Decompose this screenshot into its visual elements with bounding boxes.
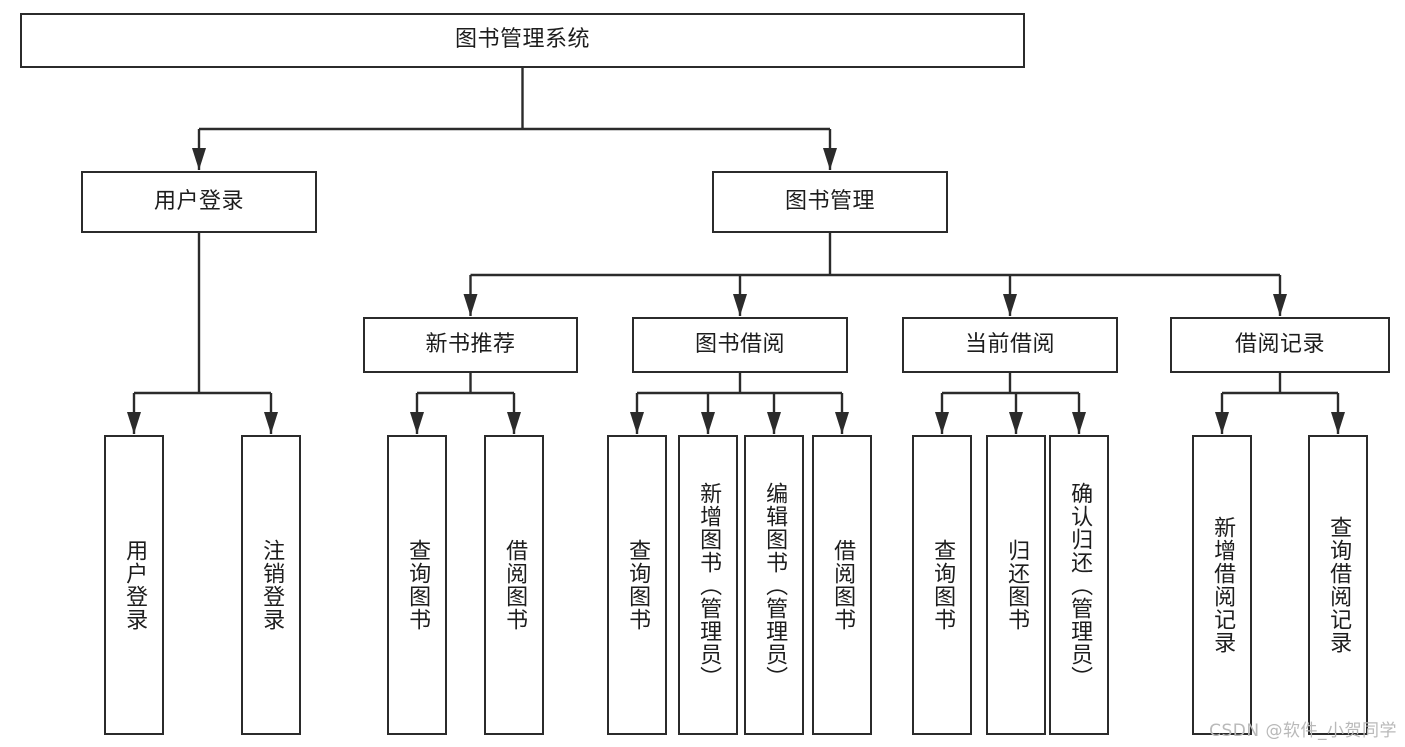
node-label: 新增借阅记录: [1210, 516, 1236, 654]
arrowhead-icon: [835, 412, 849, 434]
arrowhead-icon: [1072, 412, 1086, 434]
arrowhead-icon: [935, 412, 949, 434]
node-leaf-edit-book-admin[interactable]: 编辑图书（管理员）: [744, 435, 804, 735]
node-leaf-add-book-admin[interactable]: 新增图书（管理员）: [678, 435, 738, 735]
node-label: 归还图书: [1004, 539, 1030, 631]
node-label: 当前借阅: [964, 331, 1055, 357]
arrowhead-icon: [1215, 412, 1229, 434]
node-leaf-borrow-book-recommend[interactable]: 借阅图书: [484, 435, 544, 735]
arrowhead-icon: [127, 412, 141, 434]
arrowhead-icon: [767, 412, 781, 434]
node-leaf-query-book-recommend[interactable]: 查询图书: [387, 435, 447, 735]
node-new-book-recommend[interactable]: 新书推荐: [363, 317, 578, 373]
node-label: 借阅记录: [1234, 331, 1325, 357]
watermark: CSDN @软件_小贺同学: [1209, 721, 1397, 741]
node-label: 新书推荐: [425, 331, 516, 357]
node-label: 图书管理: [784, 188, 875, 214]
arrowhead-icon: [733, 294, 747, 316]
node-label: 查询图书: [625, 539, 651, 631]
node-current-borrow[interactable]: 当前借阅: [902, 317, 1118, 373]
node-leaf-user-logout[interactable]: 注销登录: [241, 435, 301, 735]
arrowhead-icon: [463, 294, 478, 316]
node-label: 查询图书: [930, 539, 956, 631]
node-label: 图书管理系统: [454, 27, 590, 53]
arrowhead-icon: [1003, 294, 1017, 316]
node-root[interactable]: 图书管理系统: [20, 13, 1025, 68]
node-label: 确认归还（管理员）: [1067, 481, 1093, 689]
node-leaf-add-borrow-record[interactable]: 新增借阅记录: [1192, 435, 1252, 735]
node-leaf-borrow-book[interactable]: 借阅图书: [812, 435, 872, 735]
arrowhead-icon: [1331, 412, 1345, 434]
node-label: 用户登录: [122, 539, 148, 631]
node-label: 查询图书: [405, 539, 431, 631]
arrowhead-icon: [1009, 412, 1023, 434]
node-book-management[interactable]: 图书管理: [712, 171, 948, 233]
node-label: 用户登录: [153, 188, 244, 214]
arrowhead-icon: [1273, 294, 1287, 316]
node-label: 查询借阅记录: [1326, 516, 1352, 654]
node-label: 编辑图书（管理员）: [762, 481, 788, 689]
arrowhead-icon: [192, 148, 206, 170]
arrowhead-icon: [630, 412, 644, 434]
node-leaf-confirm-return-admin[interactable]: 确认归还（管理员）: [1049, 435, 1109, 735]
arrowhead-icon: [823, 148, 837, 170]
arrowhead-icon: [410, 412, 424, 434]
node-label: 借阅图书: [830, 539, 856, 631]
node-leaf-user-login[interactable]: 用户登录: [104, 435, 164, 735]
node-book-borrow[interactable]: 图书借阅: [632, 317, 848, 373]
node-label: 图书借阅: [694, 331, 785, 357]
node-leaf-return-book[interactable]: 归还图书: [986, 435, 1046, 735]
node-label: 注销登录: [259, 539, 285, 631]
node-label: 借阅图书: [502, 539, 528, 631]
node-borrow-record[interactable]: 借阅记录: [1170, 317, 1390, 373]
node-leaf-query-book-borrow[interactable]: 查询图书: [607, 435, 667, 735]
node-leaf-query-book-current[interactable]: 查询图书: [912, 435, 972, 735]
node-leaf-query-borrow-record[interactable]: 查询借阅记录: [1308, 435, 1368, 735]
arrowhead-icon: [507, 412, 521, 434]
node-label: 新增图书（管理员）: [696, 481, 722, 689]
arrowhead-icon: [264, 412, 278, 434]
node-user-login[interactable]: 用户登录: [81, 171, 317, 233]
arrowhead-icon: [701, 412, 715, 434]
